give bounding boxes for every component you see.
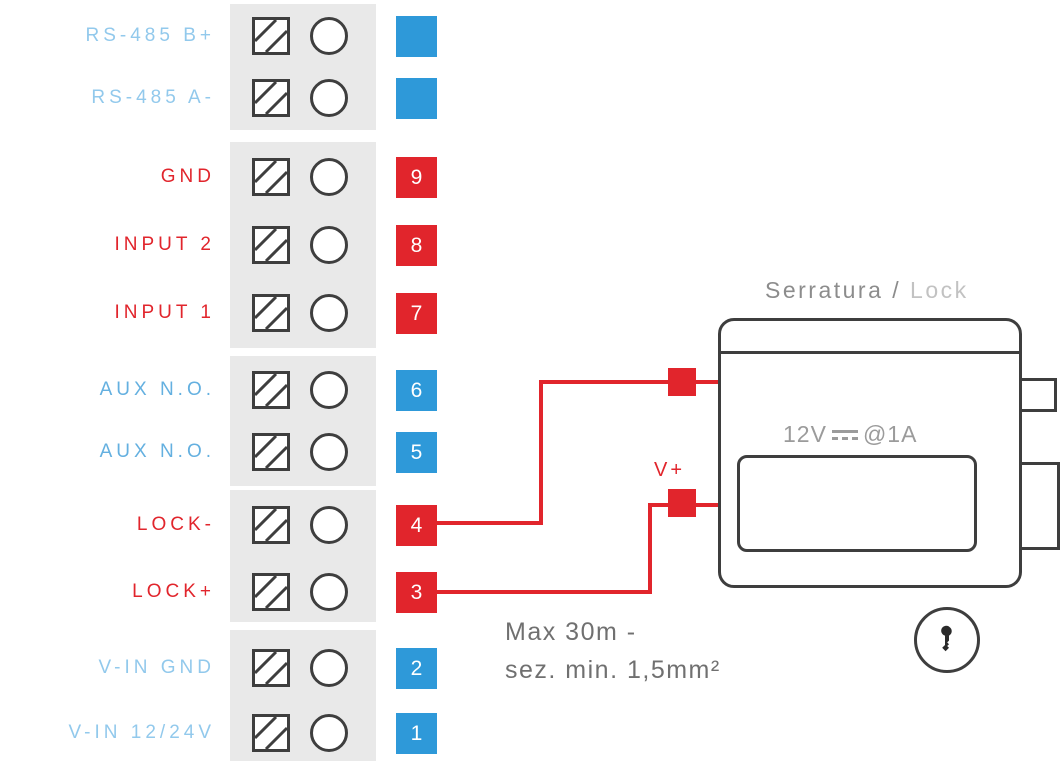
wire-entry-icon <box>310 506 348 544</box>
pin-label-aux-no-2: AUX N.O. <box>99 441 215 462</box>
pin-label-rs485-bplus: RS-485 B+ <box>85 25 215 46</box>
screw-terminal-icon <box>252 17 290 55</box>
wire-connector-vplus <box>668 489 696 517</box>
screw-terminal-icon <box>252 294 290 332</box>
wire-entry-icon <box>310 158 348 196</box>
screw-terminal-icon <box>252 433 290 471</box>
wire-lock-minus-vertical <box>539 380 543 525</box>
pin-label-gnd: GND <box>160 166 215 187</box>
wire-entry-icon <box>310 17 348 55</box>
lock-latch-lower <box>1017 462 1060 550</box>
screw-terminal-icon <box>252 226 290 264</box>
pin-tag-5: 5 <box>396 432 437 473</box>
wire-entry-icon <box>310 79 348 117</box>
lock-rating-voltage: 12V <box>783 421 827 447</box>
wire-entry-icon <box>310 573 348 611</box>
wire-lock-minus-horizontal <box>437 521 543 525</box>
screw-terminal-icon <box>252 573 290 611</box>
wire-entry-icon <box>310 649 348 687</box>
vplus-label: V+ <box>654 459 686 481</box>
pin-label-input2: INPUT 2 <box>114 234 215 255</box>
wire-note-line1: Max 30m - <box>505 618 637 646</box>
lock-rating-current: @1A <box>862 421 918 447</box>
lock-lid-line <box>721 351 1019 354</box>
wire-entry-icon <box>310 433 348 471</box>
wire-entry-icon <box>310 714 348 752</box>
pin-label-vin-gnd: V-IN GND <box>98 657 215 678</box>
wire-lock-plus-horizontal <box>437 590 652 594</box>
pin-label-lock-minus: LOCK- <box>136 514 215 535</box>
pin-tag-8: 8 <box>396 225 437 266</box>
pin-tag-3: 3 <box>396 572 437 613</box>
lock-rating: 12V @1A <box>783 421 917 448</box>
lock-title: Serratura / Lock <box>765 277 969 304</box>
wire-note: Max 30m - sez. min. 1,5mm² <box>505 613 721 689</box>
lock-keyhole-plate <box>737 455 980 673</box>
pin-label-lock-plus: LOCK+ <box>132 581 215 602</box>
pin-label-rs485-aminus: RS-485 A- <box>91 87 215 108</box>
lock-title-primary: Serratura / <box>765 277 902 303</box>
key-cylinder <box>914 607 980 673</box>
screw-terminal-icon <box>252 371 290 409</box>
wire-entry-icon <box>310 226 348 264</box>
wire-lock-plus-vertical <box>648 503 652 594</box>
wire-entry-icon <box>310 294 348 332</box>
screw-terminal-icon <box>252 714 290 752</box>
screw-terminal-icon <box>252 506 290 544</box>
key-icon <box>941 625 952 652</box>
pin-tag-rs485-bplus <box>396 16 437 57</box>
wire-entry-icon <box>310 371 348 409</box>
wire-lock-minus-to-device <box>539 380 718 384</box>
pin-tag-4: 4 <box>396 505 437 546</box>
pin-label-vin-12-24v: V-IN 12/24V <box>68 722 215 743</box>
pin-tag-rs485-aminus <box>396 78 437 119</box>
wire-connector-lock-minus <box>668 368 696 396</box>
lock-device: 12V @1A <box>718 318 1022 673</box>
pin-tag-2: 2 <box>396 648 437 689</box>
pin-label-input1: INPUT 1 <box>114 302 215 323</box>
lock-latch-upper <box>1017 378 1057 412</box>
pin-tag-9: 9 <box>396 157 437 198</box>
wire-note-line2: sez. min. 1,5mm² <box>505 656 721 684</box>
pin-label-aux-no-1: AUX N.O. <box>99 379 215 400</box>
screw-terminal-icon <box>252 649 290 687</box>
pin-tag-1: 1 <box>396 713 437 754</box>
pin-tag-7: 7 <box>396 293 437 334</box>
dc-symbol-icon <box>831 428 858 443</box>
pin-tag-6: 6 <box>396 370 437 411</box>
screw-terminal-icon <box>252 79 290 117</box>
lock-title-secondary: Lock <box>910 277 969 303</box>
screw-terminal-icon <box>252 158 290 196</box>
